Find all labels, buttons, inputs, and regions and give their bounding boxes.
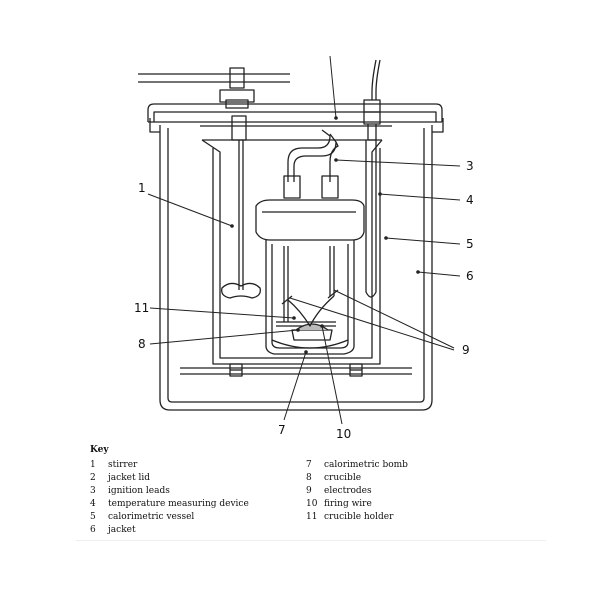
stirrer [138,67,290,299]
temperature-measuring-device [363,59,381,298]
callout-6: 6 [466,269,474,283]
vessel-supports [229,363,363,377]
jacket-lid [147,103,443,127]
callout-3: 3 [466,159,474,173]
calorimeter-diagram: 1 3 4 5 6 7 8 9 10 11 [134,55,474,440]
jacket [149,118,444,411]
ignition-leads [283,129,339,199]
crucible [291,323,333,341]
electrodes [281,246,339,322]
callout-7: 7 [278,423,286,437]
callout-8: 8 [138,337,146,351]
calorimetric-vessel [180,139,412,375]
callout-11: 11 [134,301,149,315]
callout-9: 9 [462,343,470,357]
calorimetric-bomb [255,199,365,355]
leader-lines [147,55,461,425]
callout-10: 10 [336,427,351,440]
firing-wire [287,295,335,327]
callout-1: 1 [138,181,146,195]
callout-4: 4 [466,193,474,207]
key-title: Key [90,445,109,455]
callout-5: 5 [466,237,474,251]
